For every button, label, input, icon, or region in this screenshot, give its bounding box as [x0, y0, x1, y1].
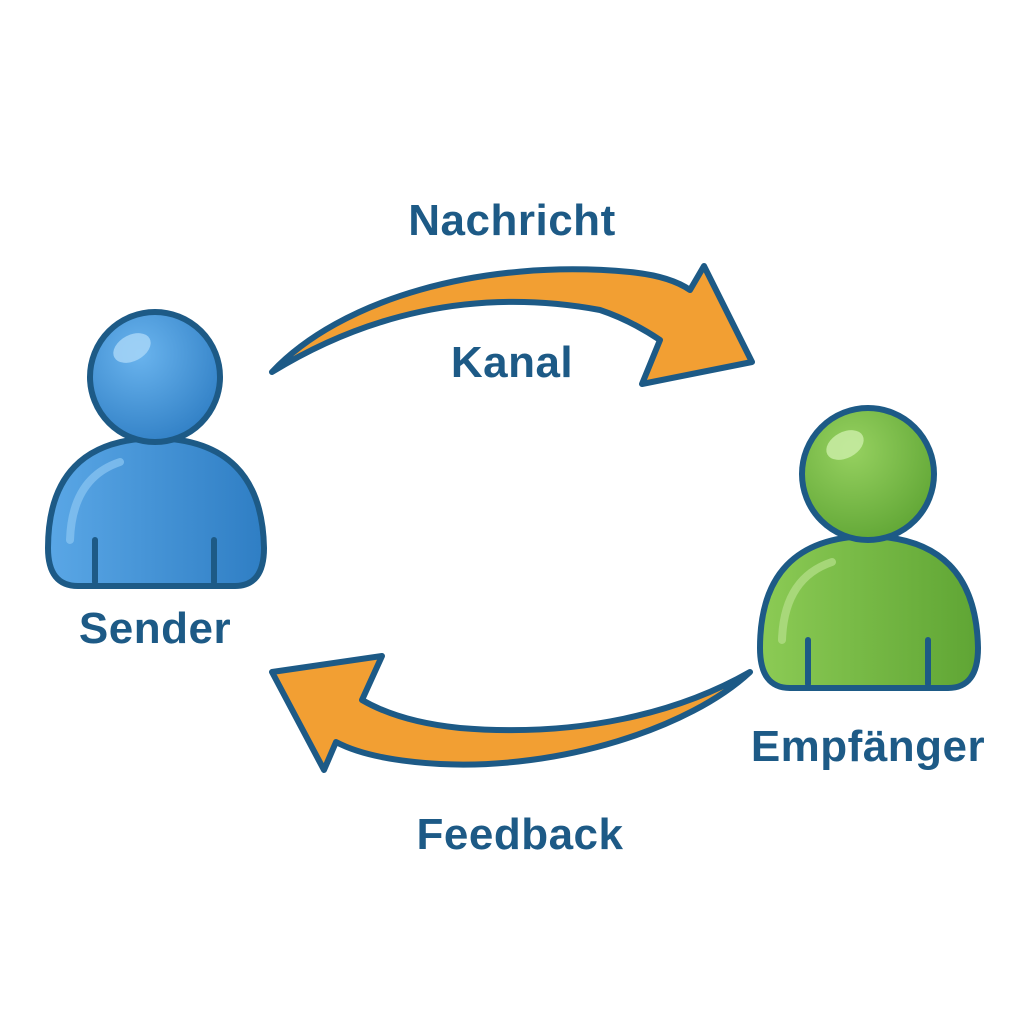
message-curved-arrow-right-icon: [269, 263, 755, 387]
sender-label: Sender: [78, 604, 232, 653]
sender-person-icon: [45, 309, 267, 589]
receiver-body: [757, 533, 981, 691]
receiver-head: [799, 405, 937, 543]
channel-label: Kanal: [450, 338, 574, 387]
sender-head: [87, 309, 223, 445]
sender-body: [45, 435, 267, 589]
feedback-label: Feedback: [416, 810, 624, 859]
feedback-curved-arrow-left-icon: [269, 653, 753, 773]
receiver-person-icon: [757, 405, 981, 691]
receiver-label: Empfänger: [750, 722, 986, 771]
message-label: Nachricht: [408, 196, 616, 245]
